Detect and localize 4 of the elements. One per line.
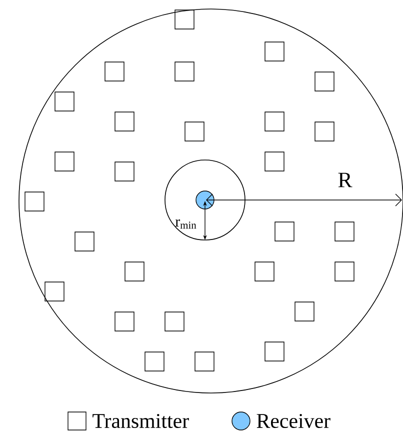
legend-label: Receiver [256, 414, 330, 428]
dimension-label: R [338, 172, 352, 188]
dimension-label: r$_{min}$ [175, 219, 196, 229]
legend-label: Transmitter [92, 414, 189, 428]
